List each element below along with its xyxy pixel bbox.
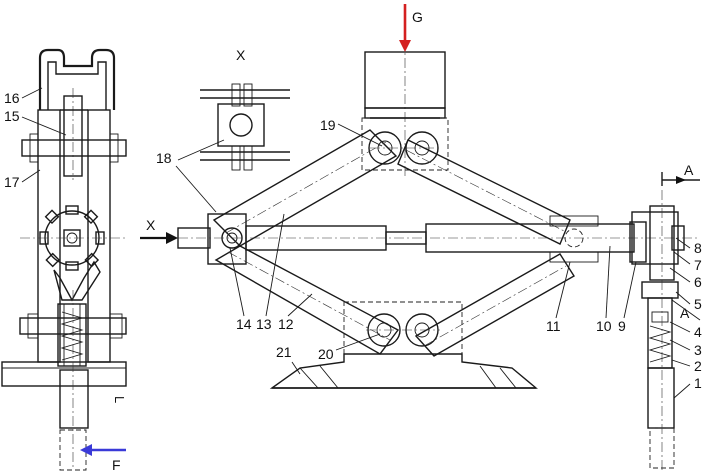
label-18: 18 [156,150,172,166]
label-9: 9 [618,318,626,334]
left-side-view: F L 16 15 17 [1,48,127,473]
side-plate-17 [37,109,61,363]
label-6: 6 [694,274,702,290]
arm-lower-right [414,253,575,357]
label-1: 1 [694,375,702,391]
right-handle-view: A A 8 7 6 5 4 3 2 1 [629,162,702,472]
label-G: G [412,9,423,25]
ratchet-gear [44,210,100,266]
label-20: 20 [318,346,334,362]
label-14: 14 [236,316,252,332]
label-15: 15 [4,108,20,124]
label-21: 21 [276,344,292,360]
label-10: 10 [596,318,612,334]
label-12: 12 [278,316,294,332]
label-X-arrow: X [146,217,156,233]
label-F: F [112,457,121,473]
label-13: 13 [256,316,272,332]
label-11: 11 [546,318,561,334]
label-X-detail: X [236,47,246,63]
label-7: 7 [694,257,702,273]
label-19: 19 [320,117,336,133]
label-16: 16 [4,90,20,106]
label-2: 2 [694,358,702,374]
label-8: 8 [694,240,702,256]
arm-upper-right [397,139,571,245]
saddle-part-16 [38,48,116,110]
label-A-top: A [684,162,694,178]
label-4: 4 [694,324,702,340]
detail-x-view: X 18 [156,47,290,213]
label-L: L [112,396,127,403]
main-jack-view: G 19 [140,4,700,389]
label-17: 17 [4,174,20,190]
label-3: 3 [694,342,702,358]
arm-upper-left [212,129,398,247]
label-A-bottom: A [680,305,690,321]
label-5: 5 [694,296,702,312]
base-part-21 [269,353,538,389]
